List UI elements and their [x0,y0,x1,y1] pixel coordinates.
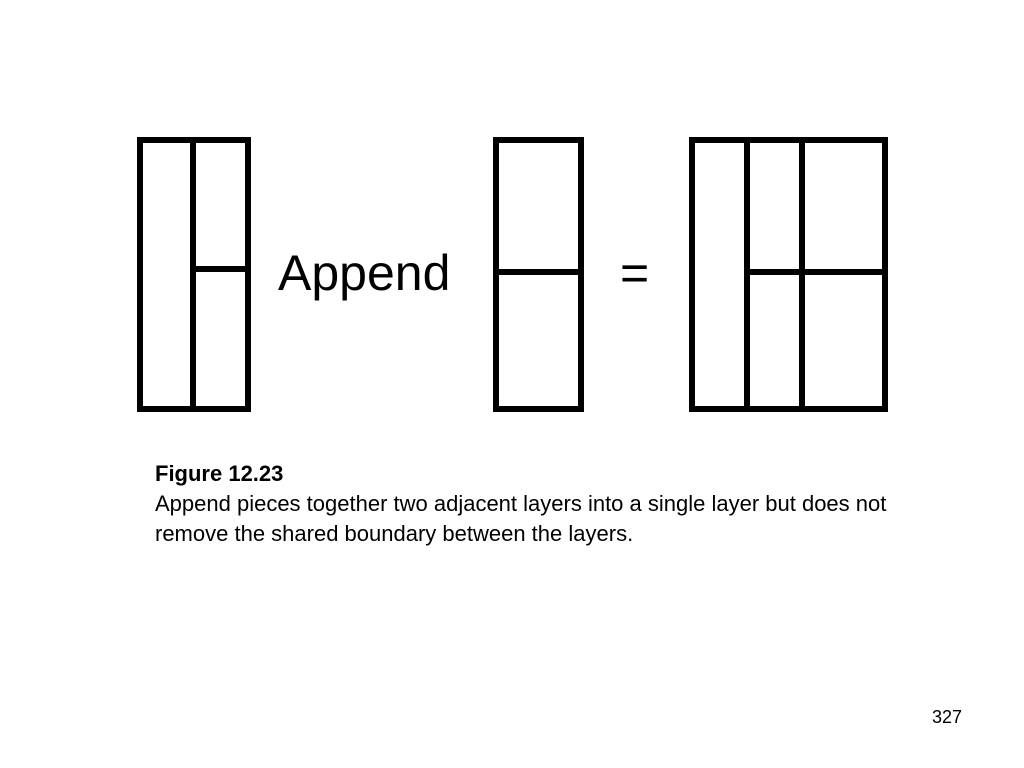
layer-b [493,137,584,412]
equals-sign: = [620,245,650,301]
append-diagram [137,137,888,412]
result-layer [689,137,888,412]
page-number: 327 [931,707,962,727]
figure-description: Append pieces together two adjacent laye… [155,491,887,546]
layer-a [137,137,251,412]
figure-caption: Figure 12.23 Append pieces together two … [155,459,915,549]
figure-title: Figure 12.23 [155,461,284,486]
append-operator-label: Append [278,245,451,301]
